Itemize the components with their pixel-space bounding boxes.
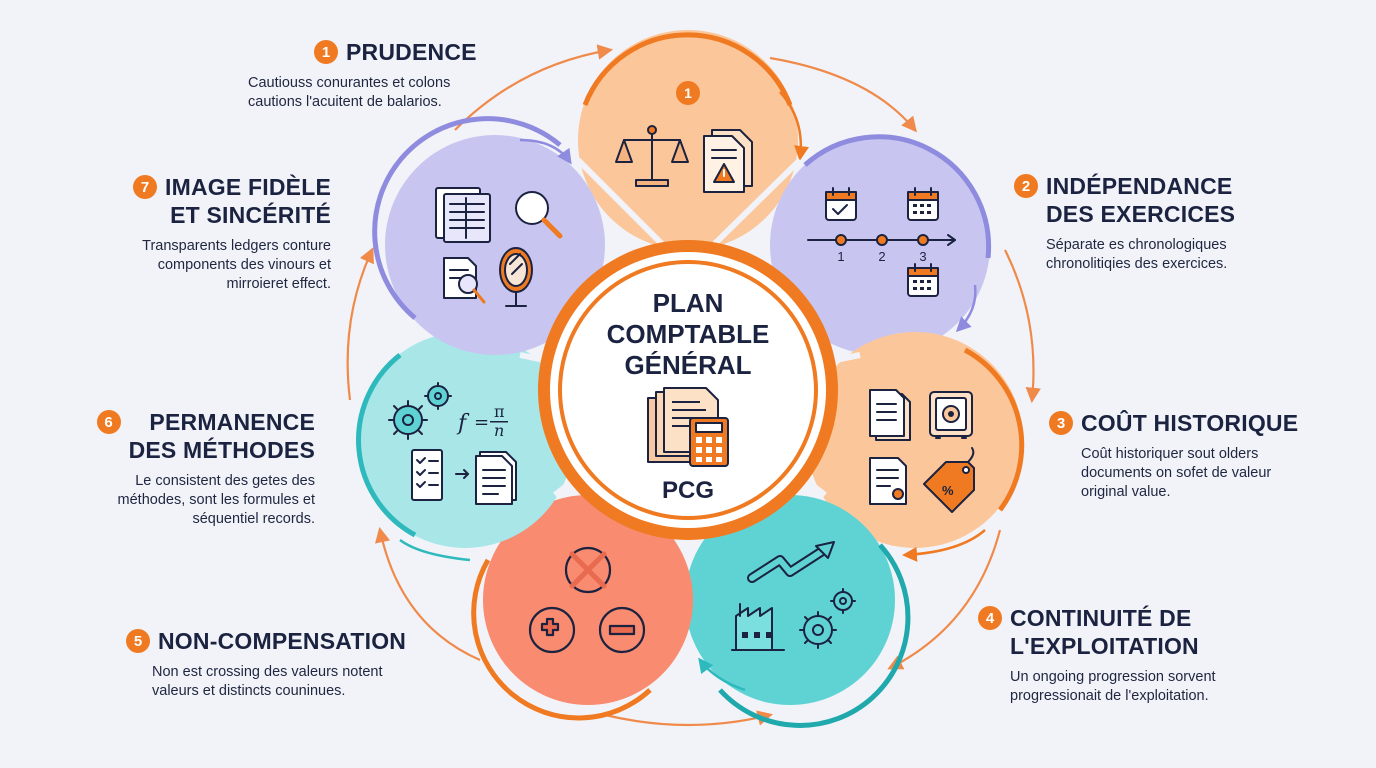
ledger-icon bbox=[435, 187, 491, 243]
gears-icon-2 bbox=[388, 382, 452, 440]
magnifier-icon bbox=[515, 191, 563, 239]
segment-7-icons bbox=[435, 187, 563, 307]
label-continuite: 4 CONTINUITÉ DE L'EXPLOITATION Un ongoin… bbox=[978, 604, 1308, 706]
gears-icon bbox=[799, 588, 856, 649]
safe-icon bbox=[929, 391, 973, 439]
segment-prudence bbox=[578, 30, 809, 250]
arrow-5-6 bbox=[375, 526, 481, 662]
principle-title: IMAGE FIDÈLE ET SINCÉRITÉ bbox=[165, 174, 331, 228]
outer-cycle-arrows bbox=[346, 44, 1041, 727]
document-lines-icon bbox=[475, 451, 517, 505]
center-acronym: PCG bbox=[662, 477, 714, 504]
segment-continuite bbox=[685, 495, 911, 728]
ledger-calculator-icon bbox=[647, 387, 729, 467]
principle-number: 3 bbox=[1049, 411, 1073, 435]
segment-3-icons: % bbox=[869, 389, 975, 513]
label-independance: 2 INDÉPENDANCE DES EXERCICES Séparate es… bbox=[1014, 172, 1344, 274]
plus-icon bbox=[528, 606, 576, 654]
principle-title: COÛT HISTORIQUE bbox=[1081, 410, 1299, 436]
arrow-4-5 bbox=[604, 710, 773, 727]
calendar-icon bbox=[907, 187, 939, 221]
principle-description: Coût historiquer sout olders documents o… bbox=[1081, 446, 1272, 500]
label-cout-historique: 3 COÛT HISTORIQUE Coût historiquer sout … bbox=[1049, 409, 1359, 502]
scales-icon bbox=[615, 125, 689, 187]
principle-description: Un ongoing progression sorvent progressi… bbox=[1010, 669, 1216, 704]
segment-2-icons: 1 2 3 bbox=[807, 187, 956, 297]
segment-1-badge bbox=[676, 81, 700, 105]
certificate-icon bbox=[869, 457, 907, 505]
principle-title: INDÉPENDANCE DES EXERCICES bbox=[1046, 173, 1236, 227]
factory-icon bbox=[731, 603, 785, 651]
mirror-icon bbox=[499, 247, 533, 307]
principle-number: 1 bbox=[314, 40, 338, 64]
label-permanence: 6 PERMANENCE DES MÉTHODES Le consistent … bbox=[60, 408, 315, 529]
label-image-fidele: 7 IMAGE FIDÈLE ET SINCÉRITÉ Transparents… bbox=[60, 173, 331, 294]
arrow-7-1 bbox=[454, 44, 614, 131]
formula-equals: = bbox=[474, 412, 489, 433]
segment-non-compensation bbox=[471, 495, 693, 721]
principle-title: CONTINUITÉ DE L'EXPLOITATION bbox=[1010, 605, 1199, 659]
segment-1-icons: 1 bbox=[615, 81, 753, 193]
principle-title: NON-COMPENSATION bbox=[158, 628, 407, 654]
document-search-icon bbox=[443, 257, 486, 304]
timeline-label-3: 3 bbox=[919, 249, 926, 264]
timeline-label-1: 1 bbox=[837, 249, 844, 264]
arrow-right-icon bbox=[455, 469, 469, 479]
documents-icon bbox=[869, 389, 911, 441]
center-title-2: COMPTABLE bbox=[607, 319, 770, 349]
principle-title: PRUDENCE bbox=[346, 39, 477, 65]
document-warning-icon bbox=[703, 129, 753, 193]
segment-4-icons bbox=[731, 541, 856, 651]
principle-title: PERMANENCE DES MÉTHODES bbox=[128, 409, 315, 463]
segment-5-icons bbox=[528, 546, 646, 654]
arrow-1-2 bbox=[769, 56, 917, 133]
cross-no-offset-icon bbox=[564, 546, 612, 594]
principle-number: 7 bbox=[133, 175, 158, 199]
arrow-6-7 bbox=[346, 247, 374, 401]
center-title-1: PLAN bbox=[653, 288, 724, 318]
segment-1-badge-number: 1 bbox=[684, 85, 692, 101]
principle-description: Non est crossing des valeurs notent vale… bbox=[152, 664, 383, 699]
calendar-check-icon bbox=[825, 187, 857, 221]
center-title-3: GÉNÉRAL bbox=[624, 350, 751, 380]
principle-description: Séparate es chronologiques chronolitiqie… bbox=[1046, 237, 1228, 272]
principle-description: Cautiouss conurantes et colons cautions … bbox=[248, 75, 451, 110]
svg-text:%: % bbox=[942, 483, 954, 498]
checklist-icon bbox=[411, 449, 443, 501]
timeline-icon bbox=[807, 234, 956, 246]
principle-description: Transparents ledgers conture components … bbox=[142, 238, 331, 292]
label-prudence: 1 PRUDENCE Cautiouss conurantes et colon… bbox=[248, 38, 578, 112]
formula-numerator: π bbox=[494, 402, 505, 421]
calendar-icon-2 bbox=[907, 263, 939, 297]
formula-denominator: n bbox=[494, 421, 504, 440]
segment-6-icons: f = π n bbox=[388, 382, 517, 505]
price-tag-icon: % bbox=[923, 447, 975, 513]
arrow-3-4 bbox=[887, 529, 1002, 670]
principle-number: 6 bbox=[96, 410, 121, 434]
label-non-compensation: 5 NON-COMPENSATION Non est crossing des … bbox=[126, 627, 466, 701]
principle-number: 5 bbox=[126, 629, 150, 653]
principle-description: Le consistent des getes des méthodes, so… bbox=[117, 473, 315, 527]
principle-number: 4 bbox=[978, 606, 1002, 630]
arrow-2-3 bbox=[1004, 249, 1041, 404]
trend-arrow-icon bbox=[747, 541, 835, 583]
center-hub: PLAN COMPTABLE GÉNÉRAL PCG bbox=[538, 240, 838, 540]
timeline-label-2: 2 bbox=[878, 249, 885, 264]
minus-icon bbox=[598, 606, 646, 654]
principle-number: 2 bbox=[1014, 174, 1038, 198]
